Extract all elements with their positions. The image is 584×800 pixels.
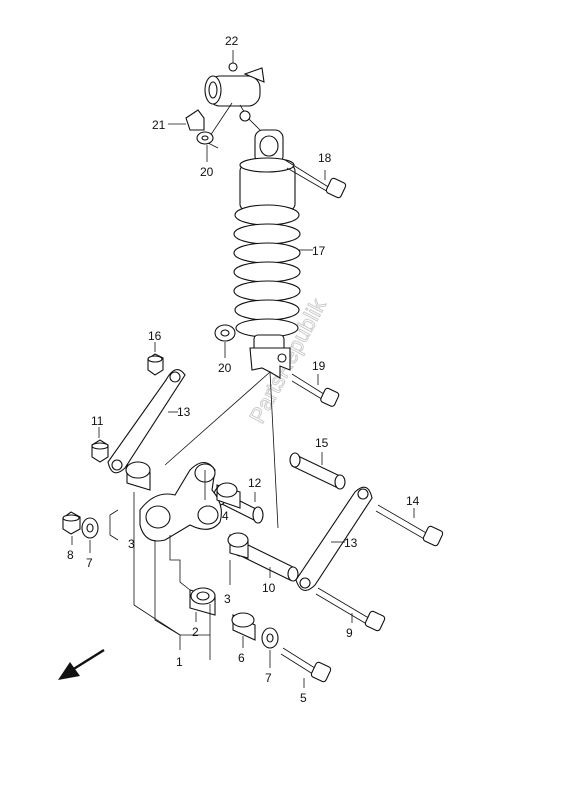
part-5-bolt <box>280 647 332 688</box>
part-7-washer-left <box>81 517 99 553</box>
callout-3-right: 3 <box>224 592 231 606</box>
callout-5: 5 <box>300 691 307 705</box>
part-22-screw <box>228 50 238 72</box>
part-13-rod-left <box>107 369 186 474</box>
part-13-rod-right <box>295 486 373 591</box>
callout-1: 1 <box>176 655 183 669</box>
callout-18: 18 <box>318 151 332 165</box>
part-7-washer-right <box>261 627 279 668</box>
callout-4: 4 <box>222 509 229 523</box>
callout-6: 6 <box>238 651 245 665</box>
part-3-bushing-left <box>125 461 151 491</box>
part-14-bolt <box>375 504 444 547</box>
front-direction-arrow-icon <box>58 648 105 680</box>
part-8-nut <box>62 511 81 545</box>
part-4-bushing <box>216 482 241 509</box>
callout-20-top: 20 <box>200 165 214 179</box>
part-18-bolt <box>284 159 347 199</box>
callout-7-left: 7 <box>86 556 93 570</box>
callout-19: 19 <box>312 359 326 373</box>
part-9-bolt <box>315 587 386 632</box>
callout-11: 11 <box>91 414 104 428</box>
part-3-bushing-right <box>227 532 249 559</box>
callout-9: 9 <box>346 626 353 640</box>
callout-14: 14 <box>406 494 420 508</box>
callout-2: 2 <box>192 625 199 639</box>
callout-3-left: 3 <box>128 537 135 551</box>
part-19-bolt <box>291 373 340 407</box>
callout-21: 21 <box>152 118 166 132</box>
callout-12: 12 <box>248 476 262 490</box>
part-1-leader-tree <box>109 492 231 660</box>
callout-10: 10 <box>262 581 276 595</box>
part-21-clamp <box>168 109 205 131</box>
part-20-washer-lower <box>214 324 236 358</box>
part-2-bearing <box>189 587 216 622</box>
callout-16: 16 <box>148 329 162 343</box>
part-16-nut <box>147 342 164 376</box>
part-20-washer-top <box>196 131 214 162</box>
callout-8: 8 <box>67 548 74 562</box>
callout-13-right: 13 <box>344 536 358 550</box>
callout-7-right: 7 <box>265 671 272 685</box>
part-17-rear-shock-absorber <box>233 129 313 379</box>
callout-22: 22 <box>225 34 239 48</box>
part-6-collar <box>231 612 256 648</box>
part-11-nut <box>91 427 109 463</box>
part-15-collar <box>289 452 346 490</box>
callout-labels: 22 21 20 18 17 16 20 19 13 11 15 12 4 14… <box>67 34 420 705</box>
shock-reservoir <box>204 67 266 149</box>
callout-17: 17 <box>312 244 326 258</box>
callout-20-lower: 20 <box>218 361 232 375</box>
part-1-cushion-lever <box>139 461 222 542</box>
callout-13-left: 13 <box>177 405 191 419</box>
callout-15: 15 <box>315 436 329 450</box>
